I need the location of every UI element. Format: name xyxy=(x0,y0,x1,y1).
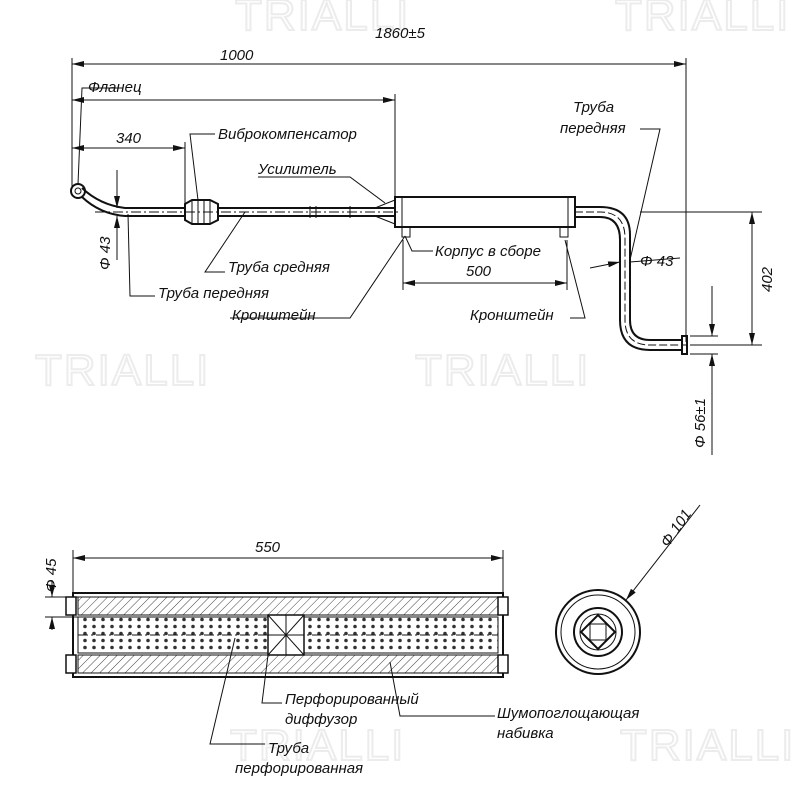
absorber-top xyxy=(77,596,499,616)
reinforcement xyxy=(374,199,396,225)
dim-d43-left: Φ 43 xyxy=(97,236,114,270)
absorber-bottom xyxy=(77,654,499,674)
label-reinforcement: Усилитель xyxy=(257,161,337,178)
label-bracket-right: Кронштейн xyxy=(470,307,554,324)
label-diffuser-1: Перфорированный xyxy=(285,691,419,708)
watermark-logo: TRIALLI TRIALLI TRIALLI TRIALLI TRIALLI … xyxy=(34,0,795,771)
dim-402: 402 xyxy=(759,266,776,292)
dim-d101: Φ 101 xyxy=(657,506,695,550)
dim-d43-right: Φ 43 xyxy=(640,253,674,270)
muffler-housing xyxy=(394,196,576,228)
muffler-section xyxy=(72,592,504,678)
svg-text:TRIALLI: TRIALLI xyxy=(415,346,590,395)
label-bracket-left: Кронштейн xyxy=(232,307,316,324)
dim-1000: 1000 xyxy=(220,47,254,64)
svg-text:TRIALLI: TRIALLI xyxy=(35,346,210,395)
dim-340: 340 xyxy=(116,130,142,147)
label-absorber-2: набивка xyxy=(497,725,554,742)
dim-d45: Φ 45 xyxy=(43,558,60,592)
label-absorber-1: Шумопоглощающая xyxy=(497,705,639,722)
label-flange: Фланец xyxy=(88,79,142,96)
section-view: 550 Φ 45 Φ 101 Перфорированный диффузор xyxy=(43,504,701,777)
svg-text:TRIALLI: TRIALLI xyxy=(230,721,405,770)
svg-text:TRIALLI: TRIALLI xyxy=(235,0,410,40)
label-diffuser-2: диффузор xyxy=(285,711,357,728)
label-front-pipe-right-1: Труба xyxy=(573,99,614,116)
dim-d56: Φ 56±1 xyxy=(692,398,709,448)
dim-550: 550 xyxy=(255,539,281,556)
outlet-flange xyxy=(681,335,688,355)
svg-text:TRIALLI: TRIALLI xyxy=(615,0,790,40)
exhaust-pipe xyxy=(70,183,688,355)
svg-text:TRIALLI: TRIALLI xyxy=(620,721,795,770)
label-vibro: Виброкомпенсатор xyxy=(218,126,357,143)
label-front-pipe-left: Труба передняя xyxy=(158,285,269,302)
label-middle-pipe: Труба средняя xyxy=(228,259,330,276)
label-front-pipe-right-2: передняя xyxy=(560,120,626,137)
dim-total: 1860±5 xyxy=(375,25,426,42)
label-perf-pipe-2: перфорированная xyxy=(235,760,363,777)
assembly-view: 1860±5 1000 340 Фланец xyxy=(70,25,776,455)
label-perf-pipe-1: Труба xyxy=(268,740,309,757)
end-view xyxy=(555,589,641,675)
label-housing: Корпус в сборе xyxy=(435,243,541,260)
bracket-right xyxy=(559,226,569,238)
flange xyxy=(70,183,86,199)
bracket-left xyxy=(401,226,411,238)
dim-500: 500 xyxy=(466,263,492,280)
